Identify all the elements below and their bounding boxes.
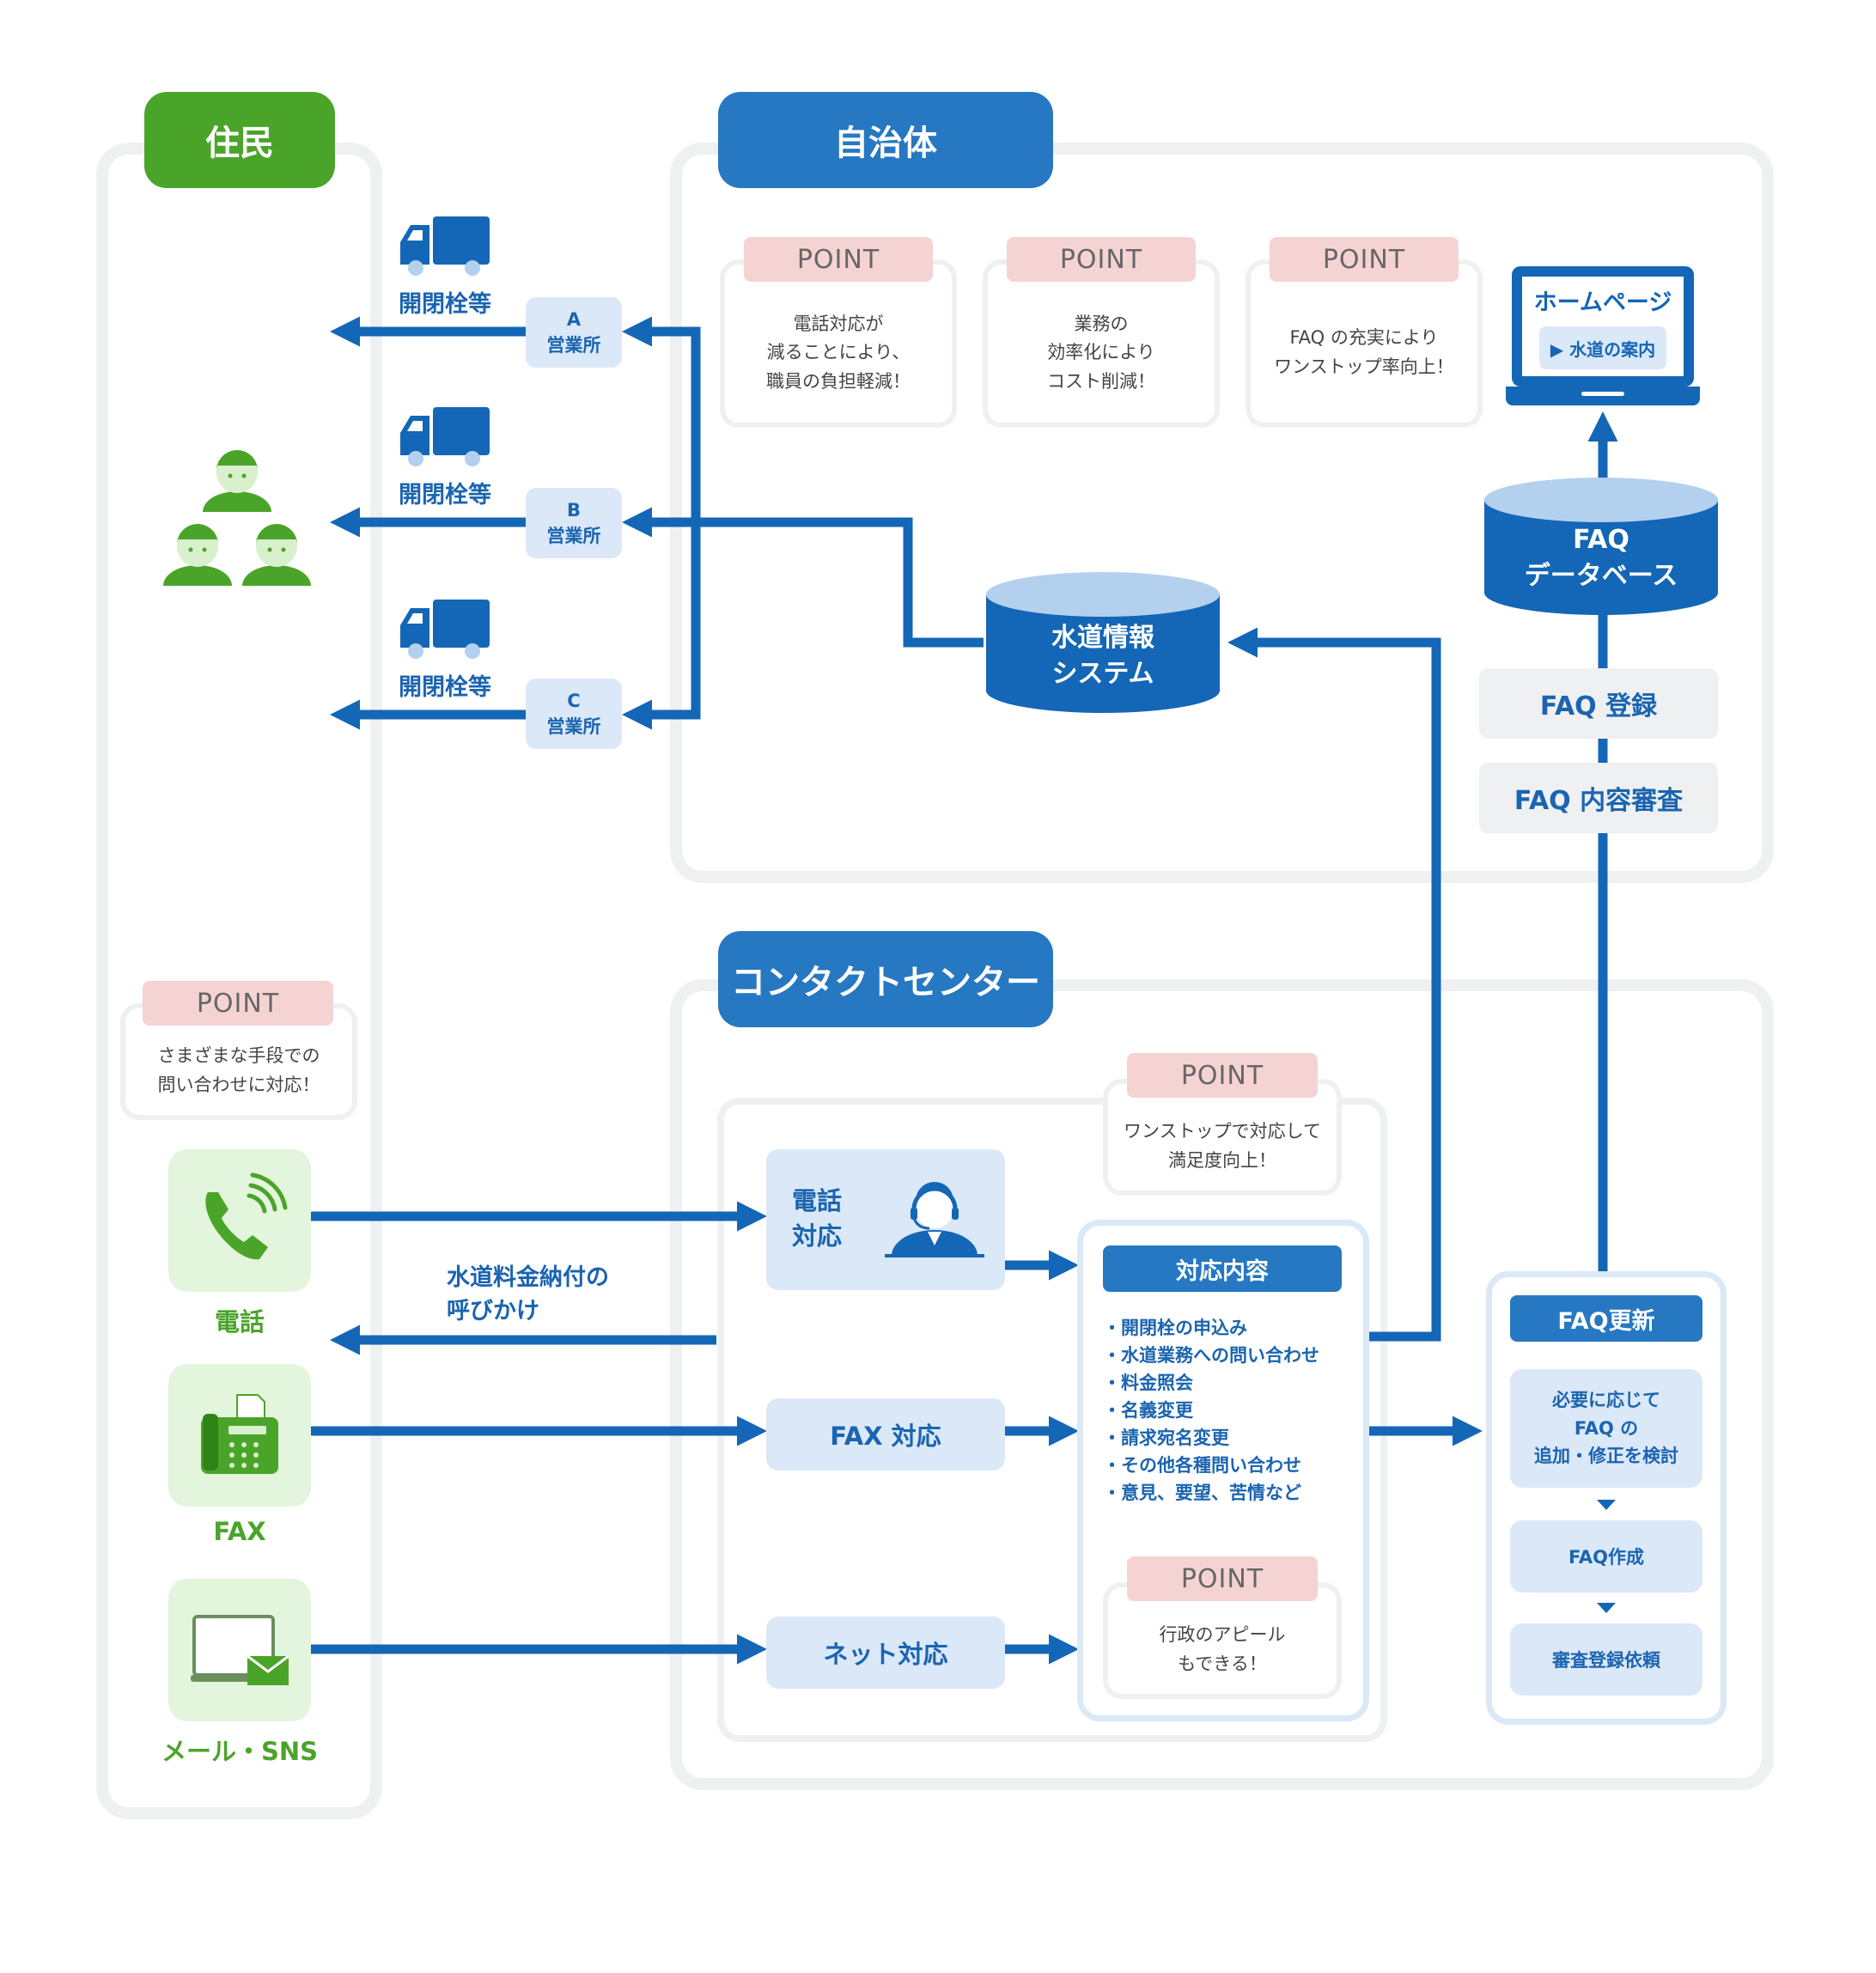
residents-group-icon	[163, 450, 311, 586]
support-content-title: 対応内容	[1103, 1245, 1342, 1292]
phone-support-label: 電話 対応	[792, 1186, 843, 1251]
payment-call-label: 水道料金納付の 呼びかけ	[447, 1264, 609, 1325]
faq-step-create: FAQ作成	[1510, 1520, 1702, 1592]
faq-step-request: 審査登録依頼	[1510, 1623, 1702, 1696]
mail-channel-box	[168, 1579, 311, 1721]
net-support-box: ネット対応	[766, 1617, 1005, 1689]
faq-database-label: FAQ データベース	[1524, 525, 1678, 591]
list-item: ・その他各種問い合わせ	[1103, 1455, 1301, 1476]
homepage-laptop: ホームページ ▶ 水道の案内	[1512, 266, 1694, 387]
list-item: ・開閉栓の申込み	[1103, 1318, 1247, 1338]
municipality-point-card-2: 業務の 効率化により コスト削減！	[983, 259, 1220, 428]
point-tag: POINT	[1127, 1053, 1318, 1098]
point-tag: POINT	[1007, 237, 1196, 282]
phone-channel-label: 電話	[214, 1307, 265, 1337]
list-item: ・名義変更	[1103, 1400, 1193, 1421]
truck-label: 開閉栓等	[399, 482, 491, 508]
list-item: ・料金照会	[1103, 1373, 1193, 1393]
point-tag: POINT	[1127, 1556, 1318, 1601]
homepage-title: ホームページ	[1533, 289, 1672, 316]
water-system-database-icon	[986, 572, 1220, 713]
phone-support-box: 電話 対応	[766, 1149, 1005, 1290]
truck-icon	[400, 407, 490, 466]
truck-label: 開閉栓等	[399, 674, 491, 701]
list-item: ・意見、要望、苦情など	[1103, 1483, 1301, 1503]
faq-update-title: FAQ更新	[1510, 1295, 1702, 1342]
fax-support-box: FAX 対応	[766, 1398, 1005, 1471]
mail-channel-label: メール・SNS	[161, 1737, 319, 1766]
support-content-list: ・開閉栓の申込み ・水道業務への問い合わせ ・料金照会 ・名義変更 ・請求宛名変…	[1103, 1314, 1361, 1507]
fax-icon	[201, 1394, 278, 1474]
truck-label: 開閉栓等	[399, 291, 491, 318]
municipality-point-card-1: 電話対応が 減ることにより、 職員の負担軽減！	[720, 259, 957, 428]
point-tag: POINT	[143, 981, 333, 1026]
operator-icon	[885, 1182, 984, 1257]
faq-step-consider: 必要に応じて FAQ の 追加・修正を検討	[1510, 1369, 1702, 1488]
bus-to-office-a	[622, 316, 701, 522]
residents-header: 住民	[144, 92, 335, 188]
phone-icon	[205, 1172, 288, 1260]
homepage-link[interactable]: ▶ 水道の案内	[1539, 326, 1666, 369]
residents-panel	[96, 143, 382, 1819]
laptop-base	[1506, 387, 1700, 405]
phone-channel-box	[168, 1149, 311, 1292]
office-a: A 営業所	[526, 297, 622, 368]
faq-register-box: FAQ 登録	[1479, 668, 1718, 739]
fax-channel-box	[168, 1364, 311, 1507]
list-item: ・水道業務への問い合わせ	[1103, 1345, 1319, 1366]
truck-icon	[400, 600, 490, 659]
list-item: ・請求宛名変更	[1103, 1428, 1229, 1448]
contact-center-header: コンタクトセンター	[718, 931, 1053, 1027]
bus-to-office-c	[622, 522, 701, 730]
water-system-label: 水道情報 システム	[1051, 623, 1154, 689]
faq-database-icon	[1484, 478, 1718, 615]
arrow-support-to-system	[1227, 627, 1441, 1342]
arrow-system-to-office-b	[622, 507, 984, 648]
point-tag: POINT	[1270, 237, 1459, 282]
fax-channel-label: FAX	[213, 1517, 266, 1546]
point-tag: POINT	[744, 237, 933, 282]
office-c: C 営業所	[526, 679, 622, 749]
faq-review-box: FAQ 内容審査	[1479, 763, 1718, 833]
office-b: B 営業所	[526, 488, 622, 558]
municipality-header: 自治体	[718, 92, 1053, 188]
mail-icon	[191, 1615, 289, 1685]
step-arrow-icon	[1597, 1603, 1616, 1613]
truck-icon	[400, 216, 490, 276]
municipality-point-card-3: FAQ の充実により ワンストップ率向上！	[1246, 259, 1483, 428]
step-arrow-icon	[1597, 1500, 1616, 1510]
